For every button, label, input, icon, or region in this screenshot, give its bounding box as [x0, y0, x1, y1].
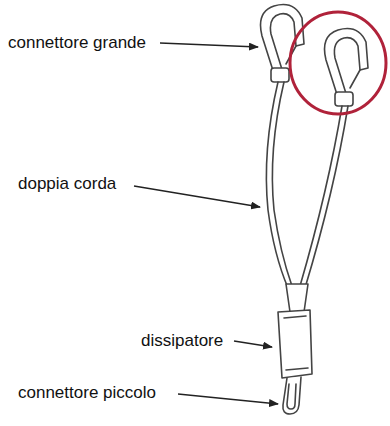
- rope: [300, 106, 342, 286]
- leader-arrow: [234, 341, 272, 347]
- part-label: connettore grande: [8, 33, 146, 53]
- small-connector: [283, 377, 301, 414]
- energy-absorber: [278, 310, 312, 378]
- part-label: dissipatore: [141, 331, 223, 351]
- leader-arrow: [178, 394, 278, 404]
- highlight-circle: [290, 12, 386, 114]
- part-label: connettore piccolo: [18, 383, 156, 403]
- leader-arrow: [134, 186, 260, 207]
- part-label: doppia corda: [18, 174, 116, 194]
- leader-arrow: [160, 43, 258, 47]
